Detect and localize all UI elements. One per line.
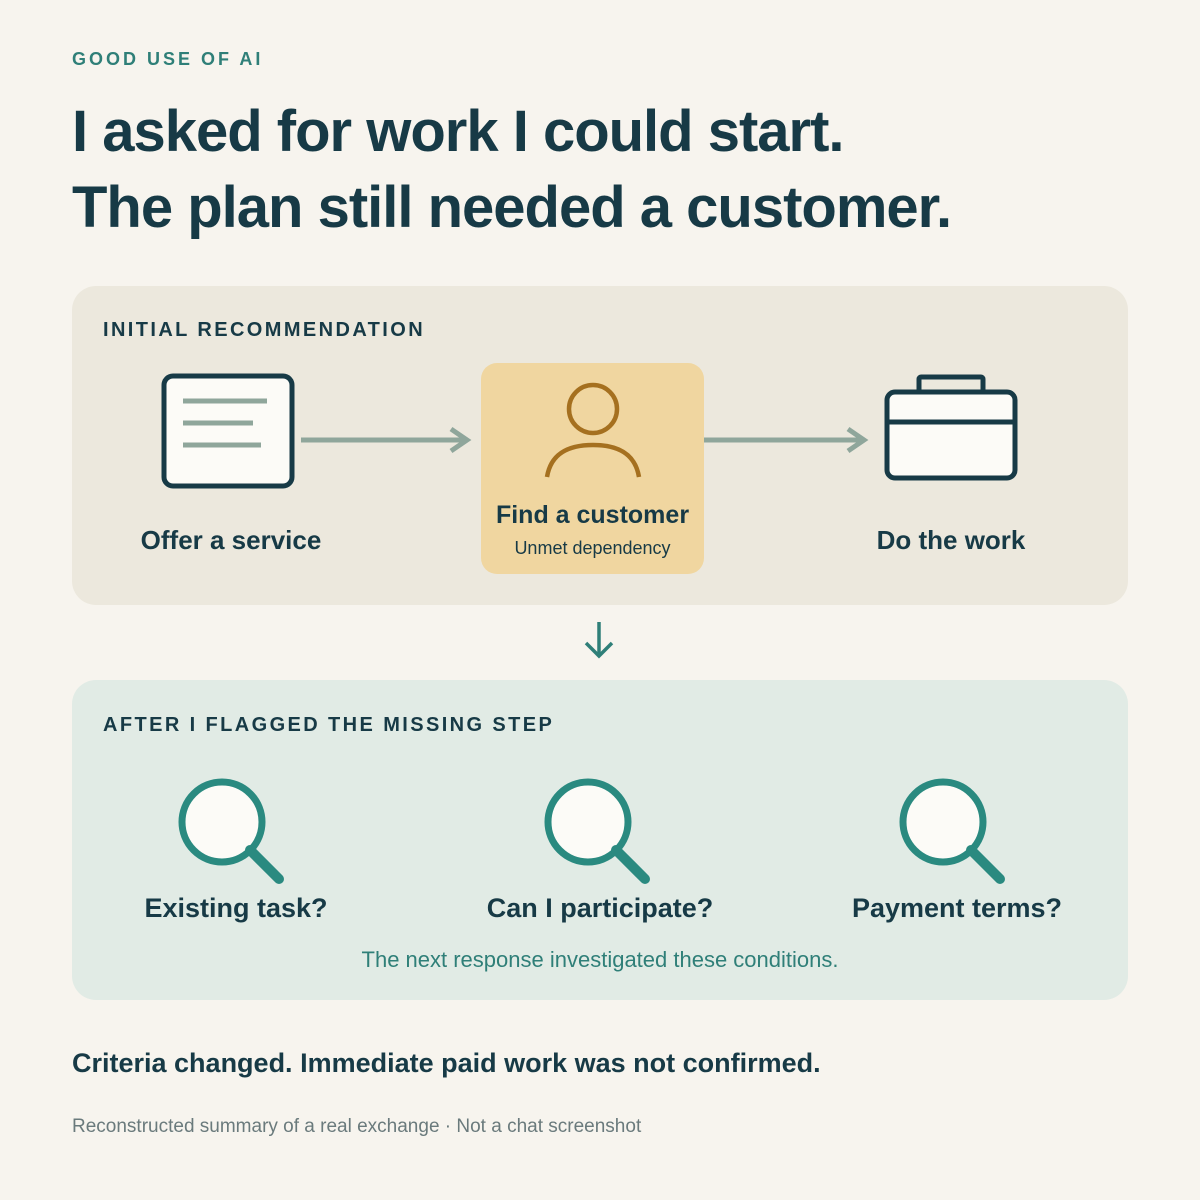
eyebrow-label: GOOD USE OF AI [72, 49, 264, 69]
headline-line-1: I asked for work I could start. [72, 99, 845, 164]
step-label-offer-service: Offer a service [140, 525, 322, 555]
find-customer-card: Find a customer Unmet dependency [481, 363, 704, 574]
magnifier-icon [544, 778, 654, 888]
unmet-dependency-label: Unmet dependency [514, 538, 671, 558]
question-can-participate: Can I participate? [486, 893, 714, 923]
after-flagged-panel: AFTER I FLAGGED THE MISSING STEP Existin… [72, 680, 1128, 1000]
headline-line-2: The plan still needed a customer. [72, 175, 952, 240]
question-existing-task: Existing task? [144, 893, 328, 923]
question-payment-terms: Payment terms? [851, 893, 1063, 923]
initial-panel-title: INITIAL RECOMMENDATION [103, 319, 426, 341]
flow-arrow-1 [301, 426, 473, 454]
briefcase-icon [884, 374, 1018, 482]
after-panel-title: AFTER I FLAGGED THE MISSING STEP [103, 714, 555, 736]
headline: I asked for work I could start. The plan… [72, 94, 1132, 246]
person-icon [543, 381, 643, 481]
magnifier-icon [899, 778, 1009, 888]
magnifier-icon [178, 778, 288, 888]
step-label-find-customer: Find a customer [495, 501, 690, 529]
document-icon [161, 373, 295, 489]
initial-recommendation-panel: INITIAL RECOMMENDATION Offer a service F… [72, 286, 1128, 605]
step-label-do-work: Do the work [876, 525, 1026, 555]
footnote-text: Reconstructed summary of a real exchange… [72, 1116, 642, 1137]
flow-arrow-2 [704, 426, 869, 454]
down-arrow-icon [583, 620, 615, 660]
investigation-note: The next response investigated these con… [361, 947, 839, 972]
conclusion-text: Criteria changed. Immediate paid work wa… [72, 1048, 821, 1078]
